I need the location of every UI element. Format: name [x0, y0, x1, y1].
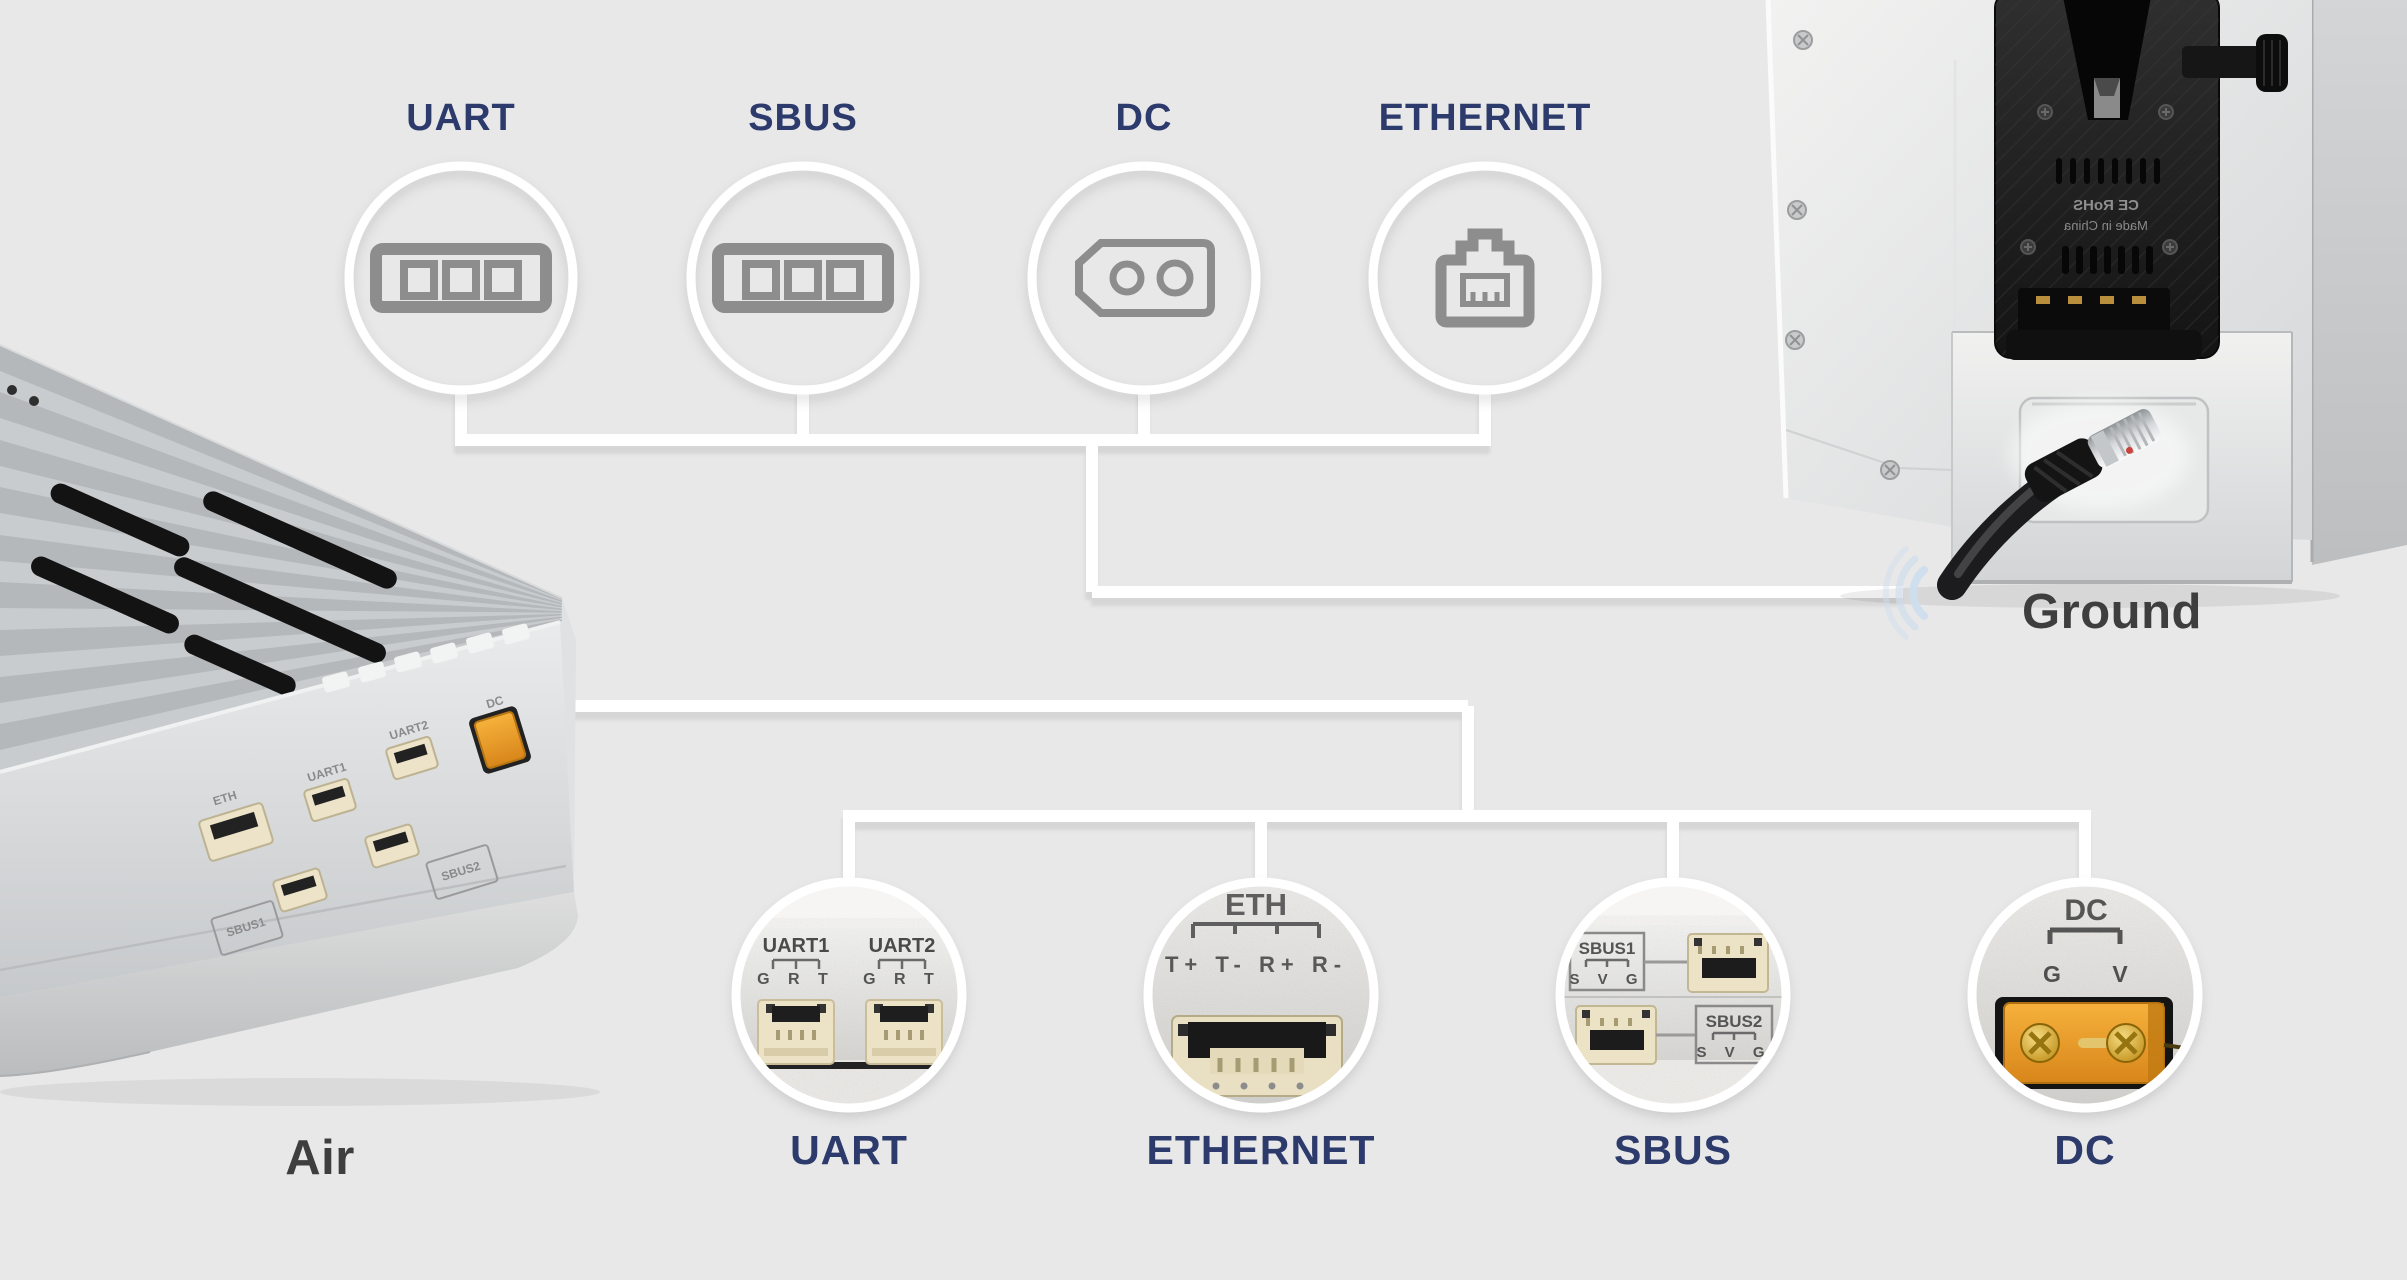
dc-pin-g: G — [2043, 961, 2061, 987]
air-front-connectors: ETH UART1 UART2 DC SBUS1 SBUS2 — [198, 693, 531, 956]
top-to-ground-line — [1086, 440, 1903, 598]
air-device-photo: ETH UART1 UART2 DC SBUS1 SBUS2 — [0, 344, 600, 1106]
eth-port-title: ETH — [1225, 887, 1287, 922]
uart2-pin-labels: G R T — [863, 971, 941, 988]
ground-device-photo: CE RoHS Made in China — [1765, 0, 2407, 640]
bottom-port-circles: UART1 G R T UART2 G R T — [731, 877, 2203, 1113]
top-circle-stubs — [455, 388, 1491, 440]
uart1-port-title: UART1 — [763, 935, 830, 957]
sbus1-label-box: SBUS1 S V G — [1568, 931, 1646, 992]
plate-text-line2: Made in China — [2063, 218, 2148, 233]
top-port-circle-ethernet — [1368, 161, 1602, 395]
dc-xt30-connector — [1995, 997, 2186, 1089]
uart1-pin-labels: G R T — [757, 971, 835, 988]
ridge-notches — [322, 623, 530, 693]
cable-ripple-arcs — [1882, 546, 1928, 640]
air-port-label-dc: DC — [484, 693, 505, 712]
bottom-port-label-uart: UART — [790, 1127, 908, 1173]
bottom-port-ring-sbus — [1555, 877, 1791, 1113]
panel-screws — [1785, 30, 1900, 480]
plate-text-line1: CE RoHS — [2073, 197, 2139, 214]
eth-pin-labels: T+ T- R+ R- — [1165, 952, 1347, 977]
svg-text:S V G: S V G — [1696, 1044, 1771, 1061]
power-cable — [1937, 400, 2190, 600]
bottom-port-photo-dc: DC G V — [1973, 883, 2197, 1107]
ground-unit-label: Ground — [2022, 585, 2202, 639]
svg-text:SBUS1: SBUS1 — [1579, 939, 1636, 958]
top-port-label-sbus: SBUS — [748, 97, 858, 139]
eth-connector — [1171, 1015, 1343, 1097]
clamp-knob — [2182, 34, 2288, 92]
sbus1-connector — [1687, 933, 1769, 993]
air-feed-line — [552, 700, 1474, 816]
plate-screws — [2020, 104, 2178, 255]
bottom-port-ring-ethernet — [1143, 877, 1379, 1113]
dc-port-title: DC — [2064, 894, 2107, 927]
top-port-circles — [344, 161, 1602, 395]
bottom-port-photo-ethernet: ETH T+ T- R+ R- — [1149, 883, 1373, 1107]
top-port-circle-uart — [344, 161, 578, 395]
top-port-label-dc: DC — [1115, 97, 1173, 139]
air-unit-label: Air — [285, 1131, 355, 1185]
bottom-port-label-ethernet: ETHERNET — [1146, 1127, 1376, 1173]
sbus2-label-box: SBUS2 S V G — [1694, 1004, 1774, 1065]
bottom-circle-stubs — [843, 816, 2091, 884]
dc-pin-v: V — [2112, 961, 2128, 987]
bottom-port-ring-dc — [1967, 877, 2203, 1113]
uart2-port-title: UART2 — [869, 935, 936, 957]
sbus2-connector — [1575, 1005, 1657, 1065]
vent-slots — [31, 483, 397, 696]
top-port-label-uart: UART — [406, 97, 516, 139]
connection-lines — [455, 388, 2091, 884]
svg-text:S V G: S V G — [1569, 971, 1644, 988]
top-port-label-ethernet: ETHERNET — [1378, 97, 1592, 139]
top-port-circle-sbus — [686, 161, 920, 395]
uart-connectors — [745, 999, 957, 1069]
bottom-port-ring-uart — [731, 877, 967, 1113]
bottom-port-label-dc: DC — [2054, 1127, 2116, 1173]
bottom-port-label-sbus: SBUS — [1614, 1127, 1732, 1173]
svg-text:SBUS2: SBUS2 — [1706, 1012, 1763, 1031]
battery-plate: CE RoHS Made in China — [1994, 0, 2220, 360]
top-port-circle-dc — [1027, 161, 1261, 395]
air-port-label-eth: ETH — [211, 788, 238, 808]
